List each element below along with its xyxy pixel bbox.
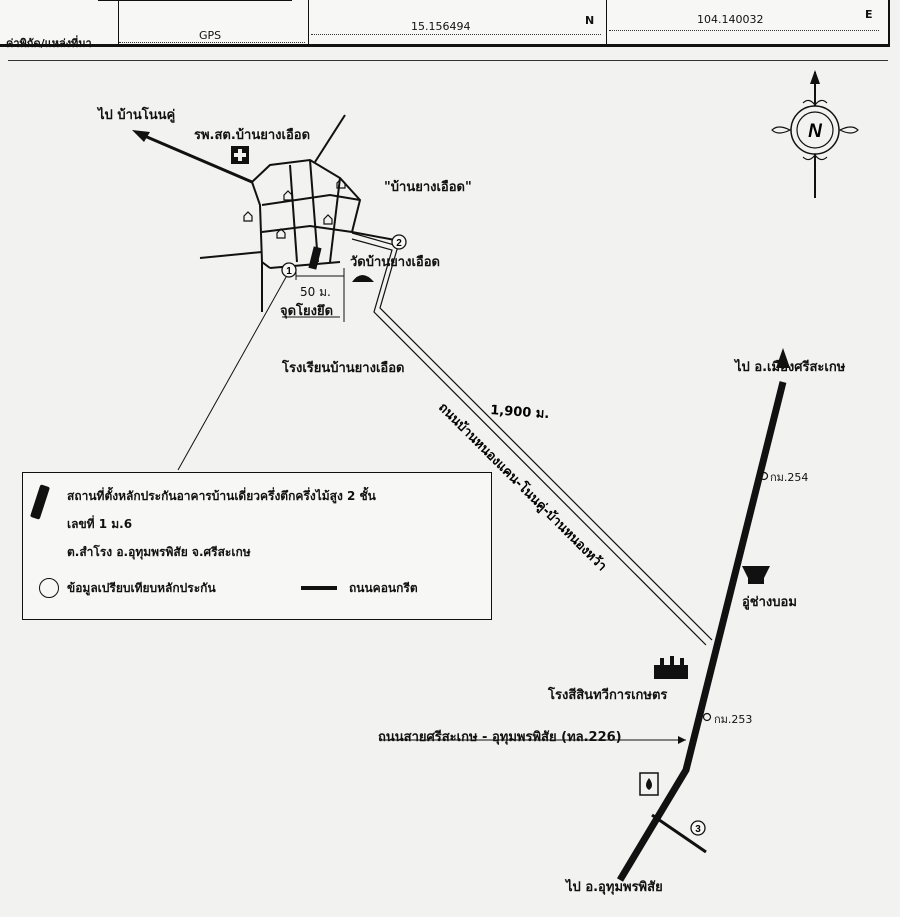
garage-icon xyxy=(742,566,770,584)
road-to-non-khu xyxy=(139,132,253,184)
source-cell: GPS xyxy=(118,0,307,44)
label-temple: วัดบ้านยางเอือด xyxy=(350,255,440,270)
latitude-direction: N xyxy=(585,14,595,27)
longitude-underline xyxy=(609,30,879,31)
marker-3-label: 3 xyxy=(695,824,701,835)
label-warehouse: โรงสีสินทวีการเกษตร xyxy=(548,688,668,703)
label-to-uthumphon: ไป อ.อุทุมพรพิสัย xyxy=(566,880,663,895)
legend-line1: สถานที่ตั้งหลักประกันอาคารบ้านเดี่ยวครึ่… xyxy=(67,489,376,503)
label-highway: ถนนสายศรีสะเกษ - อุทุมพรพิสัย (ทล.226) xyxy=(378,730,622,745)
longitude-value: 104.140032 xyxy=(697,13,764,26)
legend-compare: ข้อมูลเปรียบเทียบหลักประกัน xyxy=(67,581,216,595)
label-km253: กม.253 xyxy=(714,713,753,726)
arrow-to-mueang-icon xyxy=(776,348,790,368)
label-landmark: จุดโยงยึด xyxy=(280,304,334,319)
highway-226 xyxy=(616,381,787,882)
marker-1-icon xyxy=(281,262,297,278)
marker-3-icon xyxy=(690,820,706,836)
label-dist-50: 50 ม. xyxy=(300,285,331,299)
legend-box: สถานที่ตั้งหลักประกันอาคารบ้านเดี่ยวครึ่… xyxy=(22,472,492,620)
legend-line2: เลขที่ 1 ม.6 xyxy=(67,517,133,531)
warehouse-icon xyxy=(654,656,688,679)
header-top-line xyxy=(98,0,292,1)
latitude-value: 15.156494 xyxy=(411,20,471,33)
comparison-legend-icon xyxy=(39,578,59,598)
north-label: N xyxy=(808,121,823,142)
label-km254: กม.254 xyxy=(770,471,809,484)
local-road xyxy=(351,232,713,646)
north-compass-icon xyxy=(771,70,859,198)
legend-pointer-line xyxy=(177,269,291,471)
km254-marker-icon xyxy=(759,471,769,481)
label-to-mueang: ไป อ.เมืองศรีสะเกษ xyxy=(735,360,846,375)
label-to-non-khu: ไป บ้านโนนคู่ xyxy=(98,108,176,123)
source-value: GPS xyxy=(199,29,222,42)
house-icons xyxy=(243,178,346,239)
marker-1-label: 1 xyxy=(286,266,292,277)
village-streets xyxy=(199,114,396,312)
km253-marker-icon xyxy=(702,712,712,722)
gas-station-icon xyxy=(639,772,659,796)
header-divider xyxy=(8,60,888,61)
coordinate-label: ค่าพิกัด/แหล่งที่มา xyxy=(6,37,92,50)
longitude-direction: E xyxy=(865,8,873,21)
dimension-50m xyxy=(295,268,345,322)
legend-line3: ต.สำโรง อ.อุทุมพรพิสัย จ.ศรีสะเกษ xyxy=(67,545,251,559)
longitude-cell: 104.140032 E xyxy=(606,0,889,44)
side-road xyxy=(651,813,707,854)
collateral-marker-icon xyxy=(308,246,322,270)
marker-2-label: 2 xyxy=(396,238,402,249)
latitude-underline xyxy=(311,34,601,35)
source-underline xyxy=(119,42,305,43)
latitude-cell: 15.156494 N xyxy=(308,0,607,44)
legend-road: ถนนคอนกรีต xyxy=(349,581,418,595)
concrete-road-legend-icon xyxy=(301,586,337,590)
label-garage: อู่ช่างบอม xyxy=(742,595,797,610)
collateral-legend-icon xyxy=(29,484,51,520)
distance-1900: 1,900 ม. xyxy=(490,403,550,422)
temple-icon xyxy=(352,275,374,282)
marker-2-icon xyxy=(391,234,407,250)
label-village: "บ้านยางเอือด" xyxy=(384,180,472,195)
arrow-to-non-khu-icon xyxy=(132,130,150,142)
label-school: โรงเรียนบ้านยางเอือด xyxy=(282,361,405,376)
label-hospital: รพ.สต.บ้านยางเอือด xyxy=(194,128,311,143)
coordinate-header: ค่าพิกัด/แหล่งที่มา GPS 15.156494 N 104.… xyxy=(0,0,890,50)
